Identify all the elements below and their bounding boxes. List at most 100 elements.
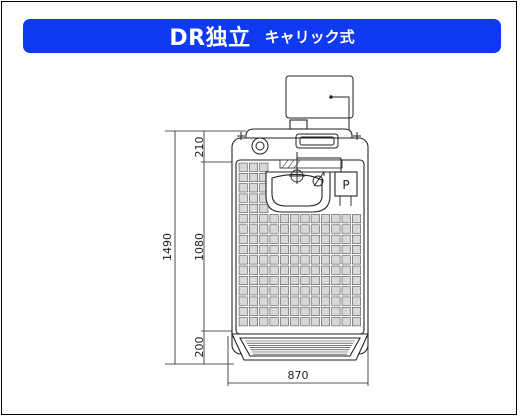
- floor-tile: [238, 255, 248, 265]
- floor-tile: [310, 234, 320, 244]
- floor-tile: [290, 234, 300, 244]
- floor-tile: [259, 203, 269, 213]
- floor-tile: [279, 276, 289, 285]
- tank-unit: [285, 75, 354, 172]
- floor-tile: [321, 296, 331, 306]
- floor-tile: [238, 173, 248, 182]
- top-housing-details: [237, 132, 361, 155]
- floor-tile: [249, 234, 258, 244]
- pump-unit: P: [334, 171, 358, 206]
- floor-tile: [300, 317, 310, 327]
- floor-tile: [279, 214, 289, 224]
- floor-tile: [341, 276, 351, 285]
- floor-tile: [331, 296, 341, 306]
- floor-tile: [238, 234, 248, 244]
- floor-tile: [249, 173, 258, 182]
- floor-tile: [290, 214, 300, 224]
- floor-tile: [331, 255, 341, 265]
- dim-top-label: 210: [193, 137, 206, 158]
- floor-tile: [310, 317, 320, 327]
- floor-tile: [321, 245, 331, 255]
- floor-tile: [352, 317, 361, 327]
- floor-tile: [290, 245, 300, 255]
- drain-symbol-icon: [289, 168, 305, 184]
- floor-tile: [300, 224, 310, 234]
- floor-tile: [259, 317, 269, 327]
- floor-tile: [249, 183, 258, 193]
- floor-tile: [352, 245, 361, 255]
- floor-tile: [259, 276, 269, 285]
- floor-tile: [331, 214, 341, 224]
- floor-tile: [238, 224, 248, 234]
- toilet-bowl: [265, 171, 331, 213]
- floor-tile: [290, 296, 300, 306]
- floor-tile: [238, 193, 248, 203]
- floor-tile: [310, 286, 320, 296]
- floor-tile: [321, 317, 331, 327]
- floor-tile: [341, 296, 351, 306]
- floor-tile: [341, 265, 351, 275]
- floor-tile: [341, 245, 351, 255]
- floor-tile: [300, 286, 310, 296]
- banner-subtitle: キャリック式: [264, 27, 355, 46]
- floor-tile: [310, 306, 320, 316]
- floor-tile: [279, 224, 289, 234]
- floor-tile: [249, 317, 258, 327]
- floor-tile: [331, 245, 341, 255]
- floor-tile: [269, 296, 279, 306]
- floor-tile: [249, 193, 258, 203]
- floor-tile: [331, 286, 341, 296]
- floor-tile: [341, 317, 351, 327]
- floor-tile: [279, 296, 289, 306]
- floor-tile: [300, 234, 310, 244]
- floor-tile: [321, 306, 331, 316]
- floor-tile: [259, 224, 269, 234]
- floor-tile: [321, 214, 331, 224]
- floor-tile: [331, 224, 341, 234]
- floor-tile: [352, 214, 361, 224]
- floor-tile: [352, 265, 361, 275]
- floor-tile: [259, 162, 269, 172]
- floor-tile: [238, 276, 248, 285]
- floor-tile: [238, 214, 248, 224]
- floor-tile: [238, 306, 248, 316]
- dim-overall-label: 1490: [161, 233, 174, 261]
- floor-tile: [341, 234, 351, 244]
- floor-tile: [321, 276, 331, 285]
- floor-tile: [352, 276, 361, 285]
- floor-tile: [259, 286, 269, 296]
- floor-tile: [352, 286, 361, 296]
- floor-tile: [269, 214, 279, 224]
- floor-tile: [331, 234, 341, 244]
- entrance-step: [231, 333, 369, 361]
- floor-tile: [321, 224, 331, 234]
- floor-tile: [259, 265, 269, 275]
- floor-tile: [310, 245, 320, 255]
- floor-tile: [279, 265, 289, 275]
- floor-tile: [238, 286, 248, 296]
- floor-tile: [290, 255, 300, 265]
- floor-tile: [341, 214, 351, 224]
- floor-tile-grid: [238, 162, 361, 327]
- floor-tile: [321, 265, 331, 275]
- floor-tile: [279, 234, 289, 244]
- floor-tile: [238, 162, 248, 172]
- floor-tile: [259, 306, 269, 316]
- floor-tile: [310, 265, 320, 275]
- floor-tile: [238, 245, 248, 255]
- floor-tile: [238, 183, 248, 193]
- floor-tile: [290, 265, 300, 275]
- floor-tile: [269, 245, 279, 255]
- floor-tile: [269, 234, 279, 244]
- floor-tile: [269, 286, 279, 296]
- floor-tile: [310, 276, 320, 285]
- floor-tile: [341, 306, 351, 316]
- floor-tile: [259, 214, 269, 224]
- floor-tile: [269, 265, 279, 275]
- floor-tile: [321, 286, 331, 296]
- floor-tile: [300, 276, 310, 285]
- floor-tile: [259, 296, 269, 306]
- title-banner: DR独立 キャリック式: [23, 19, 501, 53]
- floor-tile: [352, 224, 361, 234]
